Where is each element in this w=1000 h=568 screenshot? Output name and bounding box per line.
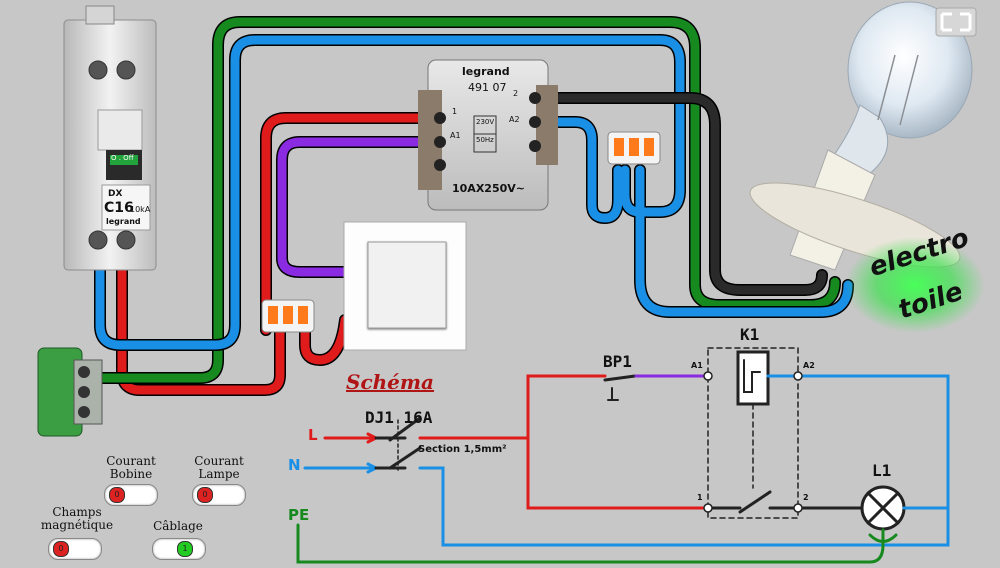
schema-label-L: L [308,426,318,444]
lamp-current-toggle[interactable]: 0 [192,484,246,506]
breaker-rating: C16 [104,200,134,216]
magnetic-field-label: Champs magnétique [40,505,114,532]
schema-label-N: N [288,456,301,474]
schema-label-c2: 2 [803,493,809,502]
impulse-relay[interactable] [418,59,558,211]
schema-title: Schéma [346,370,435,394]
wiring-toggle[interactable]: 1 [152,538,206,560]
relay-terminal-2: 2 [513,89,519,98]
relay-freq: 50Hz [476,136,494,144]
wago-connector-2 [607,131,661,165]
push-button[interactable] [343,221,467,351]
circuit-breaker[interactable] [63,5,157,271]
fullscreen-icon[interactable] [935,7,977,37]
earth-terminal-block [37,347,103,437]
breaker-brand-top: DX [108,189,123,199]
schema-label-l1: L1 [872,461,892,480]
lamp-return-wire [543,93,827,295]
relay-voltage: 230V [476,118,495,126]
schema-label-PE: PE [288,506,310,524]
wago-connector-1 [261,299,315,333]
magnetic-field-toggle[interactable]: 0 [48,538,102,560]
schema-label-dj1: DJ1 16A [365,408,433,427]
magnetic-field-state: 0 [58,544,64,553]
wiring-state: 1 [182,544,188,553]
lamp-current-label: Courant Lampe [194,454,244,481]
schema-label-k1: K1 [740,325,760,344]
breaker-capacity: 10kA [130,205,151,214]
switched-wire [277,137,445,277]
schema-PE-line [296,523,885,564]
coil-current-state: 0 [114,490,120,499]
neutral-wire [95,35,853,350]
earth-wire [75,17,840,383]
breaker-switch-label: O . Off [111,154,134,162]
coil-current-label: Courant Bobine [106,454,156,481]
breaker-brand: legrand [106,217,141,226]
relay-rating: 10AX250V~ [452,182,525,195]
schema-label-a2: A2 [803,361,815,370]
relay-ref: 491 07 [468,81,507,94]
schema-label-c1: 1 [697,493,703,502]
wiring-label: Câblage [153,519,203,533]
relay-terminal-a1: A1 [450,131,461,140]
lamp-current-state: 0 [202,490,208,499]
relay-terminal-a2: A2 [509,115,520,124]
relay-brand: legrand [462,65,510,78]
schema-label-a1: A1 [691,361,703,370]
schema-label-section: Section 1,5mm² [418,444,507,455]
glow [845,237,985,333]
relay-terminal-1: 1 [452,107,458,116]
schema-label-bp1: BP1 [603,352,632,371]
coil-current-toggle[interactable]: 0 [104,484,158,506]
